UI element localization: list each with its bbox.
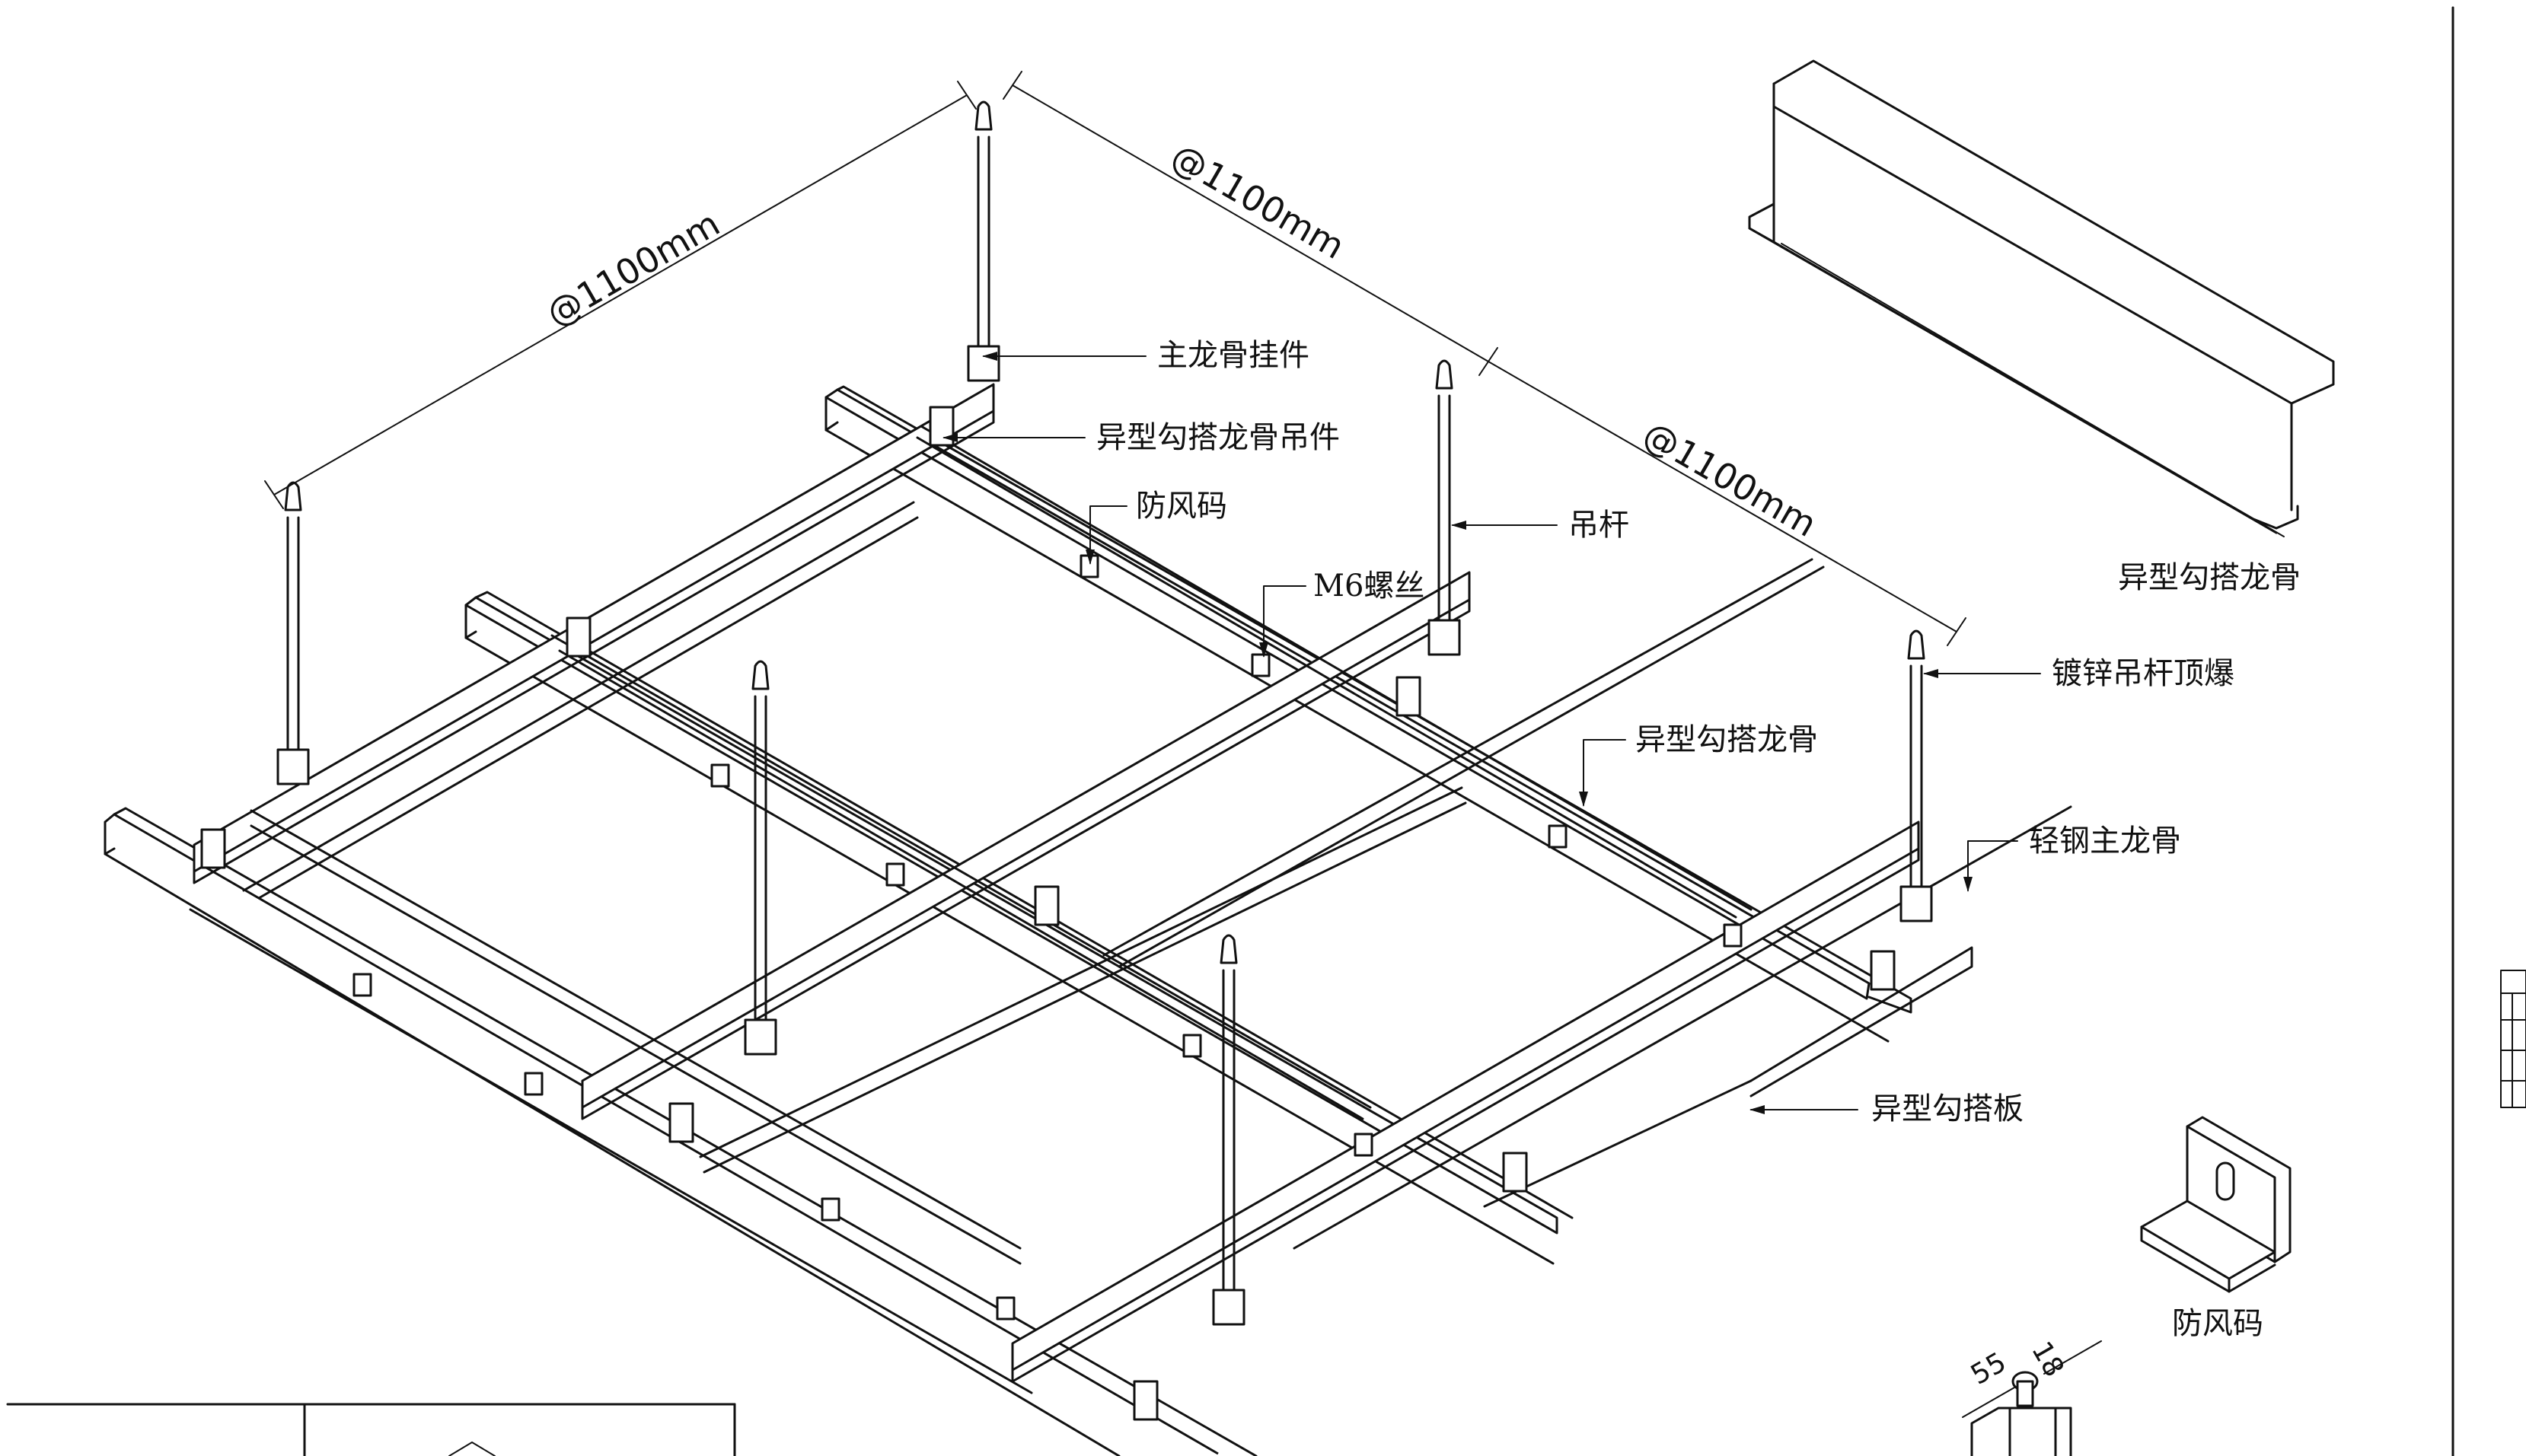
dimension-left: @1100mm — [264, 81, 977, 509]
label-detail-special-hook-keel: 异型勾搭龙骨 — [2118, 560, 2301, 595]
title-block-right — [2500, 970, 2526, 1108]
panel-edges — [189, 425, 2072, 1394]
detail-hanger-dimensions: 55 18 — [1962, 1337, 2102, 1456]
hook-hangers — [200, 406, 1896, 1421]
rod-3 — [1427, 359, 1461, 656]
label-rod: 吊杆 — [1568, 508, 1629, 543]
label-special-hook-keel: 异型勾搭龙骨 — [1635, 722, 1818, 757]
label-detail-wind-clip: 防风码 — [2172, 1306, 2263, 1341]
dim-span-left: @1100mm — [540, 202, 727, 334]
main-keel-back — [824, 385, 1912, 1043]
hook-keel-3 — [1011, 820, 1920, 1383]
dim-span-top: @1100mm — [1165, 135, 1352, 267]
main-keel-front — [104, 807, 1258, 1456]
label-special-hook-plate: 异型勾搭板 — [1871, 1091, 2024, 1126]
rod-5 — [744, 660, 777, 1056]
rod-6 — [1212, 934, 1245, 1326]
rod-4 — [1899, 629, 1933, 922]
detail-special-hook-keel: 异型勾搭龙骨 — [1748, 59, 2335, 595]
rod-1 — [276, 481, 310, 785]
suspension-rods — [276, 100, 1933, 1326]
label-special-hook-hanger: 异型勾搭龙骨吊件 — [1096, 420, 1340, 455]
label-galv-rod-anchor: 镀锌吊杆顶爆 — [2052, 656, 2234, 691]
hook-keel-1 — [193, 383, 995, 884]
label-wind-clip: 防风码 — [1136, 489, 1227, 524]
callouts: 主龙骨挂件 异型勾搭龙骨吊件 防风码 M6螺丝 吊杆 镀锌吊杆顶爆 异型勾搭龙骨… — [942, 338, 2234, 1126]
rod-2 — [967, 100, 1000, 382]
label-m6-screw: M6螺丝 — [1313, 569, 1424, 604]
label-main-hanger: 主龙骨挂件 — [1157, 338, 1309, 373]
dim-detail-a: 55 — [1966, 1346, 2011, 1391]
wind-clips — [352, 554, 1743, 1321]
ceiling-grid-isometric — [104, 100, 2072, 1456]
dimension-right: @1100mm — [1488, 361, 1966, 646]
dimension-top: @1100mm — [1003, 71, 1498, 376]
title-block-bottom — [6, 1403, 736, 1456]
dim-span-right: @1100mm — [1637, 413, 1824, 545]
label-light-steel-main-keel: 轻钢主龙骨 — [2029, 824, 2181, 859]
detail-wind-clip: 防风码 — [2140, 1116, 2292, 1341]
hook-keel-2 — [581, 571, 1471, 1120]
